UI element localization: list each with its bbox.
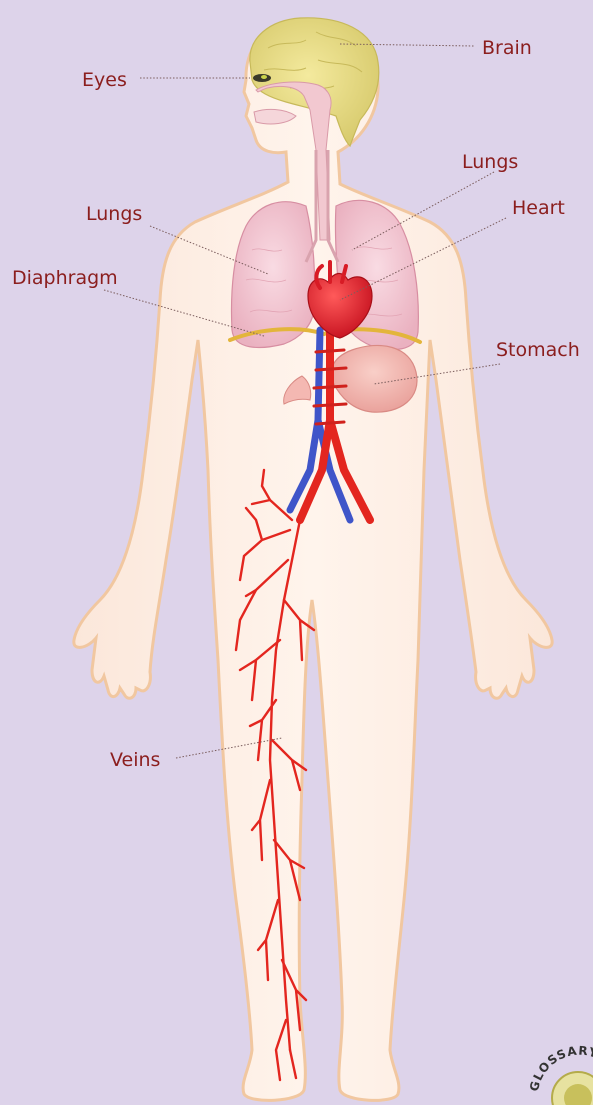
- eye-iris: [261, 75, 267, 79]
- body-outline: [74, 22, 552, 1100]
- label-heart: Heart: [512, 197, 565, 219]
- label-eyes: Eyes: [82, 69, 127, 91]
- label-lungs-left: Lungs: [86, 203, 142, 225]
- body-silhouette: [74, 22, 552, 1100]
- glossary-badge[interactable]: GLOSSARY: [527, 1044, 593, 1105]
- label-diaphragm: Diaphragm: [12, 267, 118, 289]
- label-lungs-right: Lungs: [462, 151, 518, 173]
- label-brain: Brain: [482, 37, 532, 59]
- label-stomach: Stomach: [496, 339, 580, 361]
- label-veins: Veins: [110, 749, 160, 771]
